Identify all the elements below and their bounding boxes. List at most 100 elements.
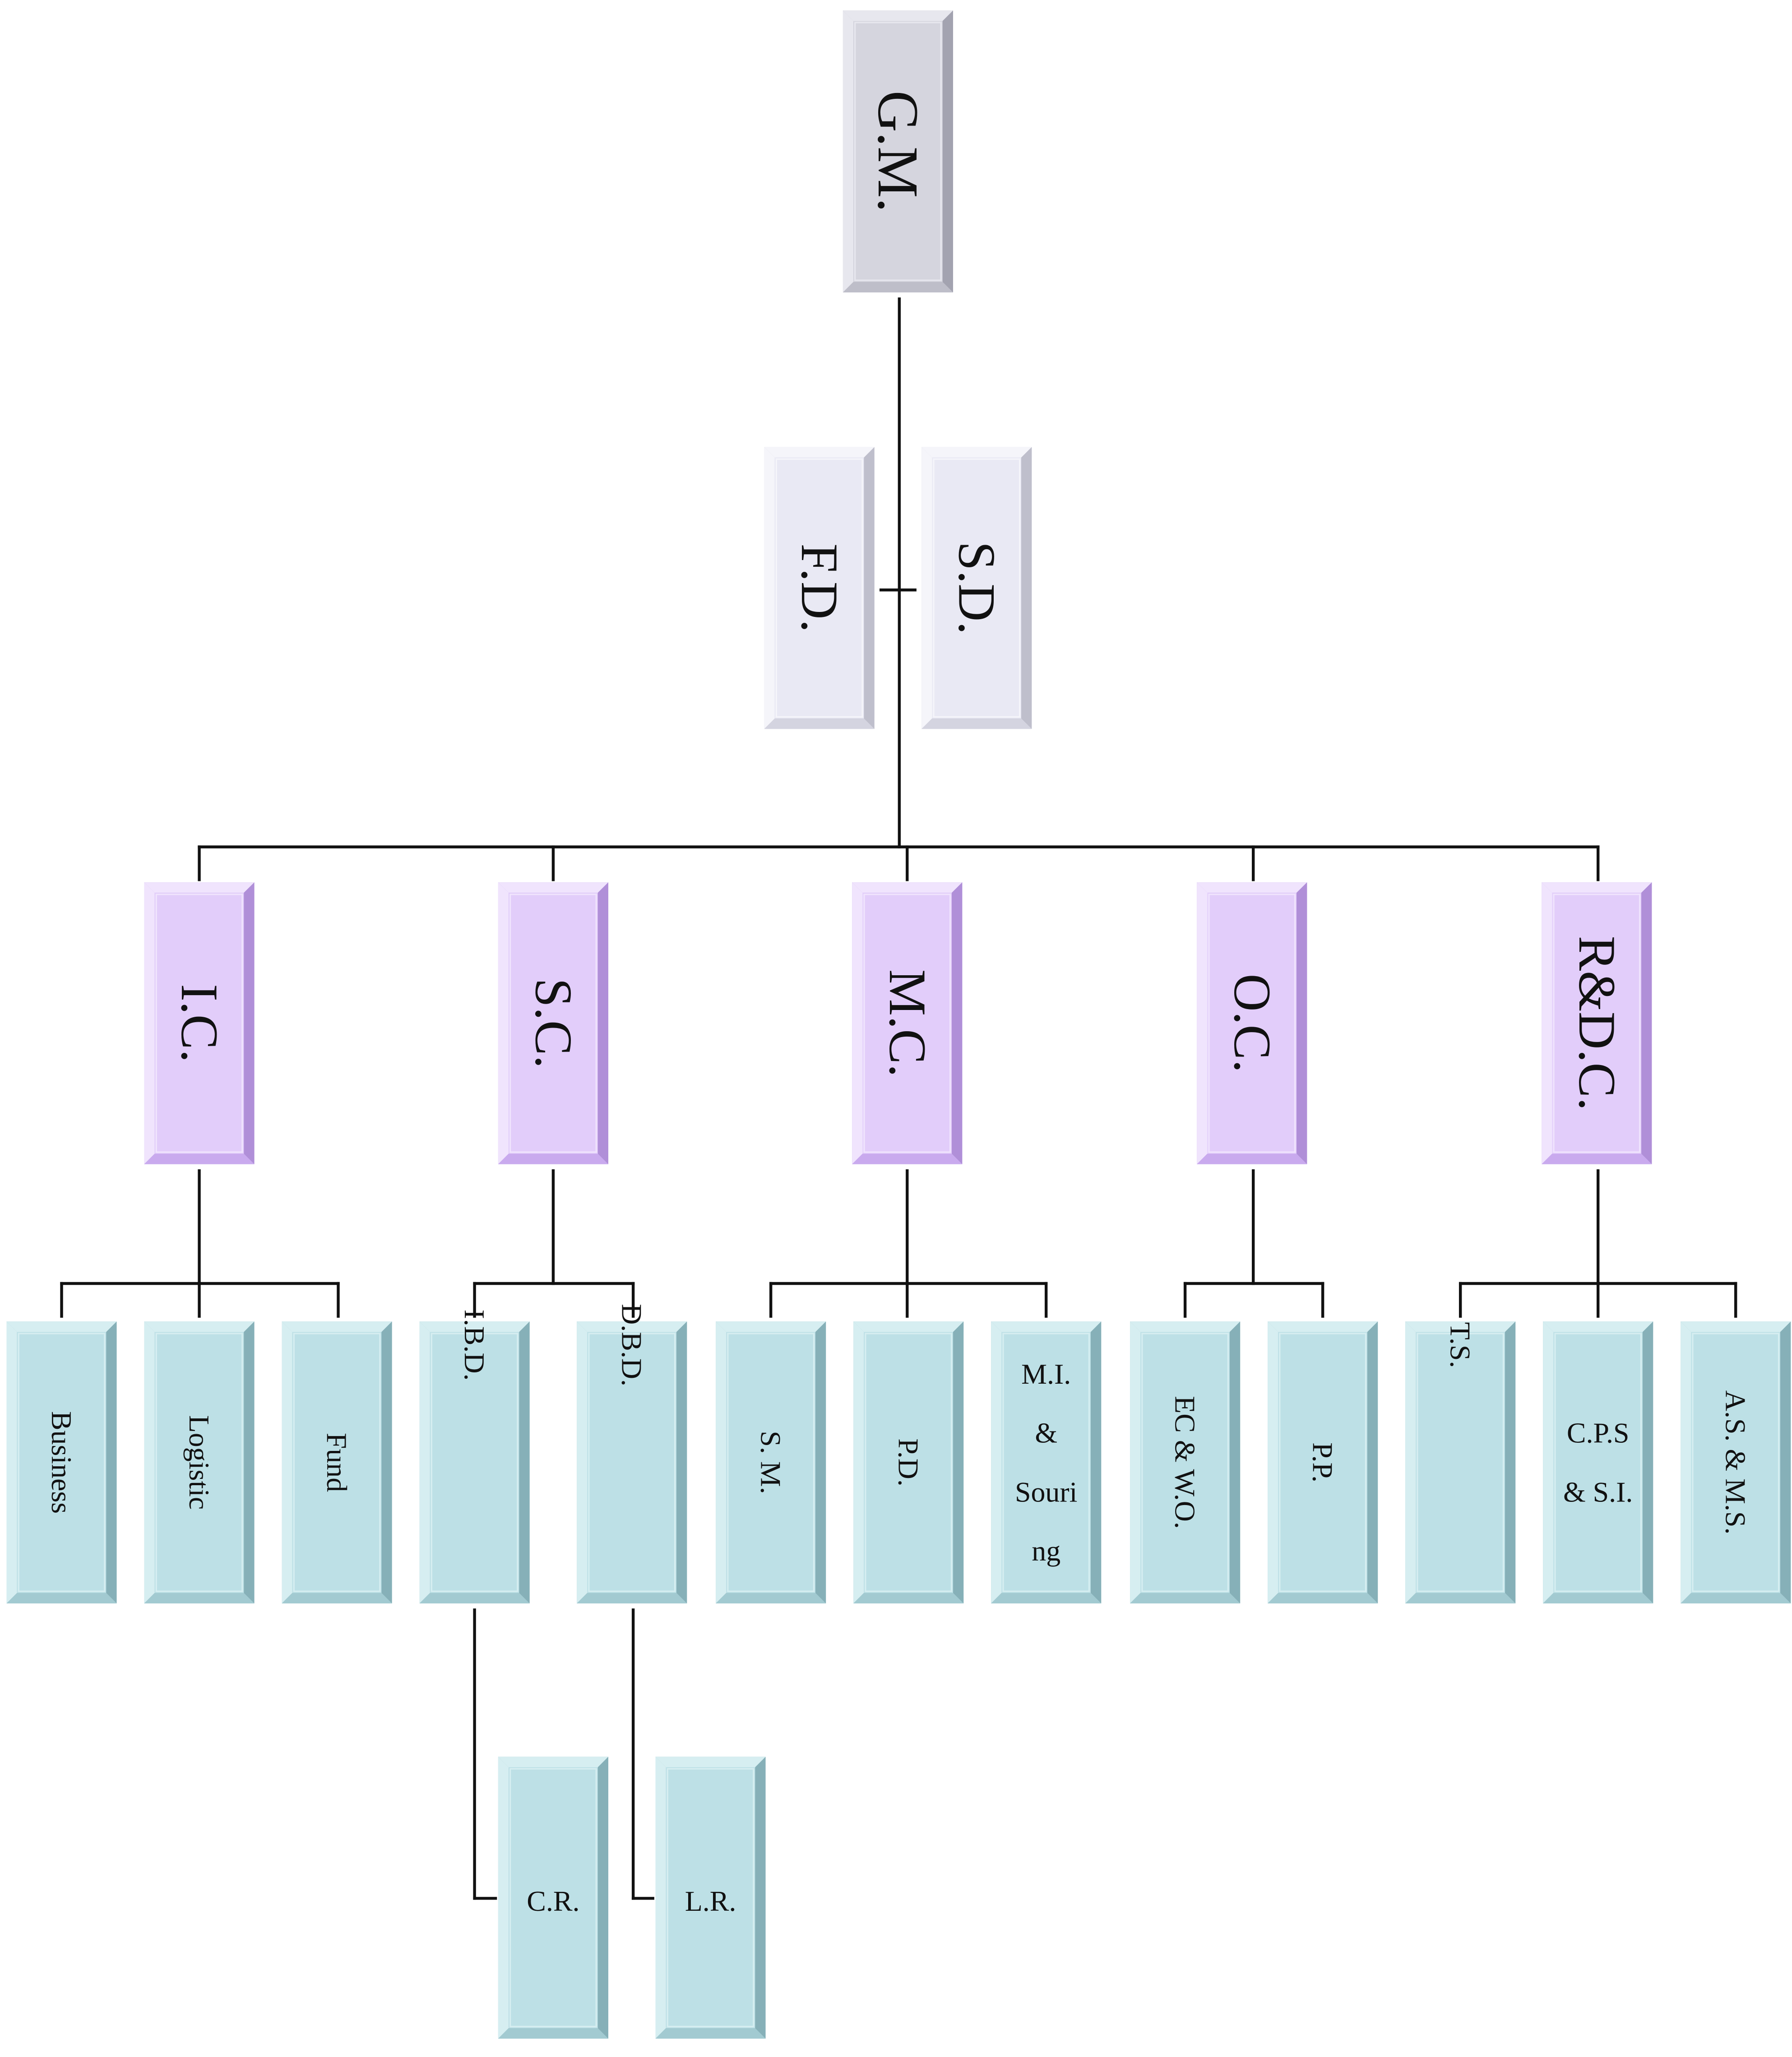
box-cps-label-line-0: C.P.S — [1567, 1417, 1630, 1449]
box-business-face — [17, 1332, 107, 1593]
box-pp-face — [1278, 1332, 1367, 1593]
box-mis-label-line-2: Souri — [1015, 1476, 1077, 1508]
box-mc-face — [862, 893, 952, 1154]
box-rdc-label: R&D.C. — [1568, 936, 1626, 1111]
box-fund-inner-line — [293, 1333, 381, 1592]
box-asms-bevel-left — [1681, 1321, 1691, 1603]
box-lr-bevel-left — [655, 1756, 666, 2039]
box-asms-bevel-right — [1780, 1321, 1791, 1603]
box-mc: M.C. — [852, 882, 963, 1164]
box-ecwo-bevel-bottom — [1130, 1593, 1241, 1603]
box-lr-bevel-top — [655, 1756, 766, 1767]
box-pd-bevel-bottom — [853, 1593, 964, 1603]
box-lr-label: L.R. — [685, 1885, 736, 1917]
box-mc-inner-line — [863, 894, 951, 1153]
box-ecwo-bevel-right — [1229, 1321, 1241, 1603]
box-fd-face — [774, 457, 864, 718]
box-oc-label: O.C. — [1223, 974, 1281, 1073]
box-cr: C.R. — [498, 1756, 608, 2039]
box-logistic-bevel-bottom — [144, 1593, 255, 1603]
box-sc-bevel-left — [498, 882, 509, 1164]
box-mis-inner-line — [1002, 1333, 1090, 1592]
box-cps-bevel-top — [1543, 1321, 1653, 1332]
box-ibd-bevel-top — [419, 1321, 530, 1332]
box-business-inner-line — [18, 1333, 106, 1592]
box-sm: S. M. — [716, 1321, 826, 1603]
box-pp-inner-line — [1279, 1333, 1367, 1592]
box-ibd-bevel-left — [419, 1321, 430, 1603]
box-rdc-bevel-top — [1542, 882, 1652, 893]
box-pd-bevel-top — [853, 1321, 964, 1332]
box-sc-bevel-right — [597, 882, 608, 1164]
box-oc: O.C. — [1197, 882, 1307, 1164]
box-logistic: Logistic — [144, 1321, 255, 1603]
box-dbd-label: D.B.D. — [616, 1304, 648, 1386]
box-fd-bevel-bottom — [764, 718, 875, 729]
box-sd-bevel-right — [1021, 447, 1032, 729]
box-lr-face — [666, 1767, 755, 2029]
box-lr: L.R. — [655, 1756, 766, 2039]
box-pp-bevel-top — [1268, 1321, 1378, 1332]
box-pd-inner-line — [865, 1333, 953, 1592]
box-cr-label: C.R. — [527, 1885, 579, 1917]
box-oc-bevel-top — [1197, 882, 1307, 893]
box-sm-label: S. M. — [755, 1431, 787, 1494]
box-ibd: I.B.D. — [419, 1310, 530, 1603]
box-gm: G.M. — [843, 10, 953, 292]
box-mis-label-line-0: M.I. — [1021, 1358, 1071, 1390]
box-oc-bevel-left — [1197, 882, 1208, 1164]
box-gm-label: G.M. — [866, 91, 930, 213]
box-sd-bevel-top — [921, 447, 1032, 458]
box-logistic-bevel-left — [144, 1321, 155, 1603]
box-oc-face — [1207, 893, 1297, 1154]
box-sc-bevel-top — [498, 882, 608, 893]
box-dbd-bevel-bottom — [577, 1593, 687, 1603]
box-business-bevel-top — [6, 1321, 117, 1332]
box-fd-bevel-left — [764, 447, 775, 729]
box-mis-face — [1001, 1332, 1091, 1593]
box-ts-bevel-left — [1405, 1321, 1416, 1603]
box-asms: A.S. & M.S. — [1681, 1321, 1791, 1603]
box-ic-inner-line — [155, 894, 243, 1153]
box-gm-inner-line — [854, 22, 942, 281]
box-ts: T.S. — [1405, 1321, 1516, 1603]
box-sm-bevel-right — [815, 1321, 826, 1603]
box-ecwo-label: EC & W.O. — [1169, 1396, 1201, 1529]
box-sc-face — [509, 893, 598, 1154]
box-ecwo-bevel-top — [1130, 1321, 1241, 1332]
box-cr-face — [509, 1767, 598, 2029]
box-logistic-inner-line — [155, 1333, 243, 1592]
box-mis-bevel-right — [1090, 1321, 1102, 1603]
box-ic-bevel-top — [144, 882, 255, 893]
box-pp-bevel-left — [1268, 1321, 1278, 1603]
box-ts-face — [1416, 1332, 1505, 1593]
box-dbd-bevel-right — [676, 1321, 687, 1603]
box-pp: P.P. — [1268, 1321, 1378, 1603]
box-pd-bevel-left — [853, 1321, 864, 1603]
box-mc-bevel-left — [852, 882, 863, 1164]
box-ic-face — [154, 893, 244, 1154]
box-pd-label: P.D. — [893, 1438, 925, 1487]
box-business: Business — [6, 1321, 117, 1603]
box-cps-label-line-1: & S.I. — [1563, 1476, 1633, 1508]
box-dbd-bevel-top — [577, 1321, 687, 1332]
box-sm-bevel-top — [716, 1321, 826, 1332]
box-gm-bevel-right — [942, 10, 953, 292]
box-cr-bevel-bottom — [498, 2028, 608, 2039]
box-mis-label-line-1: & — [1035, 1417, 1057, 1449]
box-pd-face — [864, 1332, 953, 1593]
box-fd-label: F.D. — [790, 543, 848, 632]
box-mis-bevel-bottom — [991, 1593, 1102, 1603]
box-ecwo-inner-line — [1141, 1333, 1229, 1592]
box-ts-bevel-top — [1405, 1321, 1516, 1332]
box-pp-label: P.P. — [1307, 1442, 1339, 1483]
box-cps-inner-line — [1554, 1333, 1642, 1592]
box-fd-inner-line — [775, 458, 863, 718]
box-cps-bevel-bottom — [1543, 1593, 1653, 1603]
box-fund-label: Fund — [321, 1433, 353, 1492]
box-cr-bevel-left — [498, 1756, 509, 2039]
box-sm-bevel-bottom — [716, 1593, 826, 1603]
box-ibd-inner-line — [431, 1333, 519, 1592]
